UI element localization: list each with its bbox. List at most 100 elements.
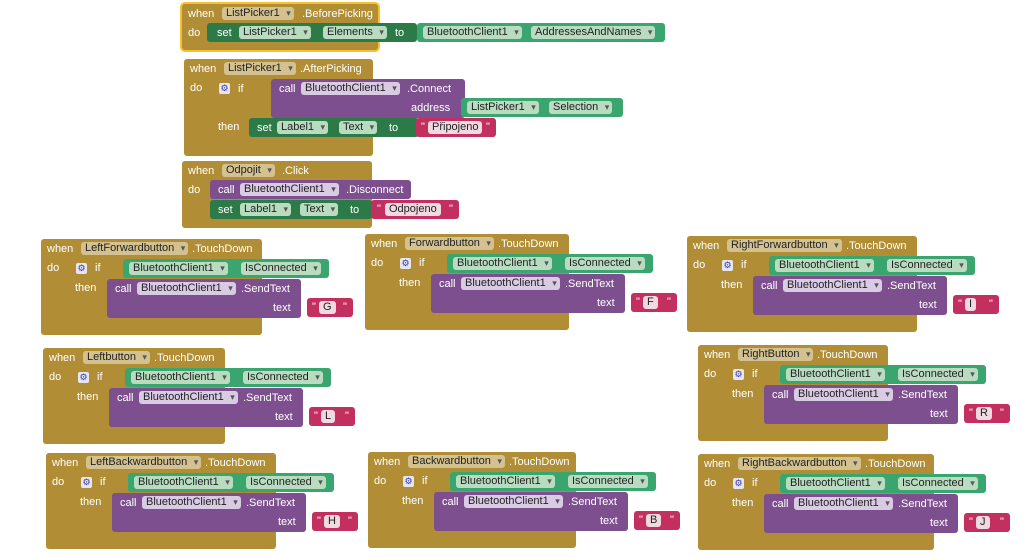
- isconnected-getter[interactable]: BluetoothClient1 IsConnected: [128, 473, 334, 492]
- call-component-dropdown[interactable]: BluetoothClient1: [794, 388, 893, 401]
- set-component-dropdown[interactable]: ListPicker1: [239, 26, 311, 39]
- set-block[interactable]: set ListPicker1 Elements to: [207, 23, 417, 42]
- isconnected-getter[interactable]: BluetoothClient1 IsConnected: [780, 365, 986, 384]
- string-value[interactable]: I: [965, 298, 977, 311]
- getter-property-dropdown[interactable]: IsConnected: [898, 368, 978, 381]
- getter-property-dropdown[interactable]: IsConnected: [898, 477, 978, 490]
- set-property-dropdown[interactable]: Text: [339, 121, 378, 134]
- string-value[interactable]: L: [321, 410, 336, 423]
- getter-component-dropdown[interactable]: BluetoothClient1: [131, 371, 230, 384]
- string-value[interactable]: H: [324, 515, 340, 528]
- call-component-dropdown[interactable]: BluetoothClient1: [240, 183, 339, 196]
- then-label: then: [218, 121, 240, 133]
- call-component-dropdown[interactable]: BluetoothClient1: [794, 497, 893, 510]
- isconnected-getter[interactable]: BluetoothClient1 IsConnected: [450, 472, 656, 491]
- getter-component-dropdown[interactable]: BluetoothClient1: [129, 262, 228, 275]
- gear-icon[interactable]: ⚙: [219, 83, 230, 94]
- getter-component-dropdown[interactable]: ListPicker1: [467, 101, 539, 114]
- call-component-dropdown[interactable]: BluetoothClient1: [137, 282, 236, 295]
- set-component-dropdown[interactable]: Label1: [277, 121, 329, 134]
- text-block[interactable]: "I": [953, 295, 999, 314]
- call-component-dropdown[interactable]: BluetoothClient1: [783, 279, 882, 292]
- getter-component-dropdown[interactable]: BluetoothClient1: [134, 476, 233, 489]
- isconnected-getter[interactable]: BluetoothClient1 IsConnected: [780, 474, 986, 493]
- set-component-dropdown[interactable]: Label1: [240, 203, 292, 216]
- call-component-dropdown[interactable]: BluetoothClient1: [301, 82, 400, 95]
- string-value[interactable]: G: [319, 301, 336, 314]
- gear-icon[interactable]: ⚙: [733, 369, 744, 380]
- getter-property-dropdown[interactable]: IsConnected: [568, 475, 648, 488]
- getter-block[interactable]: BluetoothClient1 AddressesAndNames: [417, 23, 665, 42]
- gear-icon[interactable]: ⚙: [81, 477, 92, 488]
- gear-icon[interactable]: ⚙: [76, 263, 87, 274]
- text-block[interactable]: "B": [634, 511, 680, 530]
- isconnected-getter[interactable]: BluetoothClient1 IsConnected: [123, 259, 329, 278]
- component-dropdown[interactable]: RightForwardbutton: [727, 239, 842, 252]
- getter-property-dropdown[interactable]: IsConnected: [887, 259, 967, 272]
- call-component-dropdown[interactable]: BluetoothClient1: [461, 277, 560, 290]
- string-value[interactable]: Připojeno: [428, 121, 483, 134]
- gear-icon[interactable]: ⚙: [733, 478, 744, 489]
- isconnected-getter[interactable]: BluetoothClient1 IsConnected: [447, 254, 653, 273]
- getter-property-dropdown[interactable]: IsConnected: [243, 371, 323, 384]
- getter-component-dropdown[interactable]: BluetoothClient1: [786, 477, 885, 490]
- component-dropdown[interactable]: ListPicker1: [222, 7, 294, 20]
- string-value[interactable]: Odpojeno: [385, 203, 441, 216]
- text-block[interactable]: "R": [964, 404, 1010, 423]
- getter-property-dropdown[interactable]: Selection: [549, 101, 613, 114]
- string-value[interactable]: R: [976, 407, 992, 420]
- call-connect-block[interactable]: call BluetoothClient1 .Connect address: [271, 79, 465, 118]
- component-dropdown[interactable]: Forwardbutton: [405, 237, 494, 250]
- component-dropdown[interactable]: ListPicker1: [224, 62, 296, 75]
- component-dropdown[interactable]: RightBackwardbutton: [738, 457, 861, 470]
- gear-icon[interactable]: ⚙: [403, 476, 414, 487]
- component-dropdown[interactable]: Odpojit: [222, 164, 275, 177]
- text-block[interactable]: "H": [312, 512, 358, 531]
- set-property-dropdown[interactable]: Text: [300, 203, 339, 216]
- component-dropdown[interactable]: LeftBackwardbutton: [86, 456, 202, 469]
- call-component-dropdown[interactable]: BluetoothClient1: [139, 391, 238, 404]
- set-block[interactable]: set Label1 Text to: [210, 200, 372, 219]
- text-block[interactable]: "L": [309, 407, 355, 426]
- component-dropdown[interactable]: Backwardbutton: [408, 455, 505, 468]
- text-block[interactable]: "F": [631, 293, 677, 312]
- call-disconnect-block[interactable]: call BluetoothClient1 .Disconnect: [210, 180, 411, 199]
- call-component-dropdown[interactable]: BluetoothClient1: [464, 495, 563, 508]
- text-block[interactable]: "J": [964, 513, 1010, 532]
- getter-component-dropdown[interactable]: BluetoothClient1: [775, 259, 874, 272]
- string-value[interactable]: B: [646, 514, 662, 527]
- component-dropdown[interactable]: RightButton: [738, 348, 814, 361]
- getter-property-dropdown[interactable]: IsConnected: [565, 257, 645, 270]
- text-block[interactable]: " Odpojeno ": [371, 200, 459, 219]
- getter-block[interactable]: ListPicker1 Selection: [461, 98, 623, 117]
- gear-icon[interactable]: ⚙: [722, 260, 733, 271]
- string-value[interactable]: F: [643, 296, 658, 309]
- getter-component-dropdown[interactable]: BluetoothClient1: [786, 368, 885, 381]
- gear-icon[interactable]: ⚙: [78, 372, 89, 383]
- text-block[interactable]: " Připojeno ": [416, 118, 496, 137]
- isconnected-getter[interactable]: BluetoothClient1 IsConnected: [125, 368, 331, 387]
- call-component-dropdown[interactable]: BluetoothClient1: [142, 496, 241, 509]
- set-block[interactable]: set Label1 Text to: [249, 118, 419, 137]
- isconnected-getter[interactable]: BluetoothClient1 IsConnected: [769, 256, 975, 275]
- getter-component-dropdown[interactable]: BluetoothClient1: [456, 475, 555, 488]
- string-value[interactable]: J: [976, 516, 990, 529]
- getter-property-dropdown[interactable]: IsConnected: [246, 476, 326, 489]
- set-property-dropdown[interactable]: Elements: [323, 26, 387, 39]
- getter-property-dropdown[interactable]: AddressesAndNames: [531, 26, 656, 39]
- getter-property-dropdown[interactable]: IsConnected: [241, 262, 321, 275]
- text-block[interactable]: "G": [307, 298, 353, 317]
- getter-component-dropdown[interactable]: BluetoothClient1: [423, 26, 522, 39]
- component-dropdown[interactable]: LeftForwardbutton: [81, 242, 189, 255]
- component-dropdown[interactable]: Leftbutton: [83, 351, 150, 364]
- gear-icon[interactable]: ⚙: [400, 258, 411, 269]
- getter-component-dropdown[interactable]: BluetoothClient1: [453, 257, 552, 270]
